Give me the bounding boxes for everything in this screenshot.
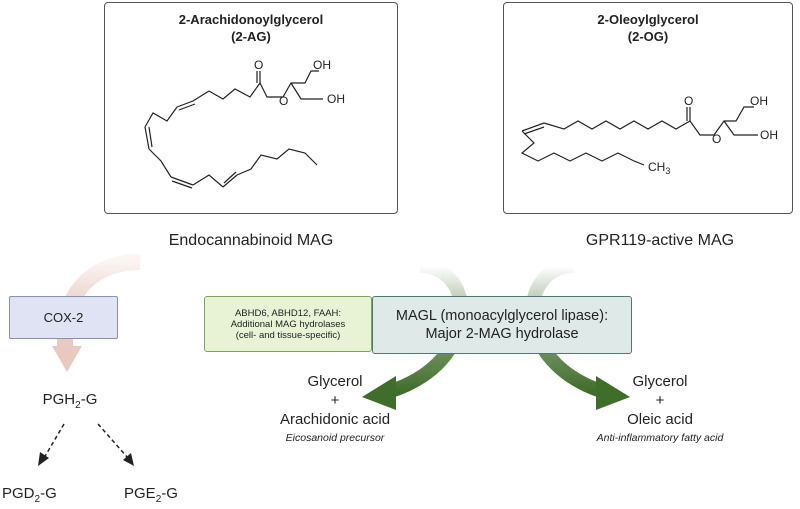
card-2og-title-line1: 2-Oleoylglycerol (597, 12, 699, 27)
card-2ag: 2-Arachidonoylglycerol (2-AG) O O OH (104, 2, 398, 214)
pgd2-main: PGD (2, 485, 35, 502)
card-2og-title-line2: (2-OG) (627, 29, 669, 44)
abhd-hydrolases-box: ABHD6, ABHD12, FAAH: Additional MAG hydr… (204, 296, 372, 352)
dashed-arrow-pge-head (123, 453, 134, 466)
abhd-line2: Additional MAG hydrolases (230, 318, 346, 330)
pge2-main: PGE (124, 485, 156, 502)
card-2ag-title-line1: 2-Arachidonoylglycerol (178, 12, 324, 27)
product-arachidonic-acid: Arachidonic acid (279, 411, 391, 428)
pgh2-g-label: PGH2-G (30, 390, 110, 415)
atom-2og-o-ester: O (684, 94, 693, 108)
atom-2og-oh2: OH (760, 128, 778, 142)
magl-line1: MAGL (monoacylglycerol lipase): (395, 308, 609, 324)
note-eicosanoid-precursor: Eicosanoid precursor (285, 432, 385, 444)
magl-box: MAGL (monoacylglycerol lipase): Major 2-… (372, 296, 632, 354)
pge2-sub: 2 (155, 494, 162, 505)
atom-2ag-oh1: OH (313, 58, 331, 72)
product-plus-right: + (655, 392, 665, 409)
pge2-g-label: PGE2-G (124, 484, 204, 509)
pgh2-main: PGH (42, 391, 76, 408)
product-plus-left: + (330, 392, 340, 409)
dashed-arrow-pgd (43, 423, 65, 459)
label-endocannabinoid-mag: Endocannabinoid MAG (168, 232, 334, 249)
cox-arrow-head (52, 346, 82, 372)
atom-2ag-o-ester: O (254, 58, 263, 72)
pgh2-suffix: -G (80, 391, 98, 408)
products-arachidonic: Glycerol + Arachidonic acid Eicosanoid p… (240, 372, 430, 444)
products-oleic: Glycerol + Oleic acid Anti-inflammatory … (570, 372, 750, 444)
label-gpr119-active-mag: GPR119-active MAG (585, 232, 735, 249)
card-2og: 2-Oleoylglycerol (2-OG) O O OH OH CH3 (503, 2, 793, 214)
pgd2-g-label: PGD2-G (2, 484, 82, 509)
cox2-box: COX-2 (9, 296, 118, 339)
card-2ag-title-line2: (2-AG) (231, 29, 271, 44)
product-glycerol-right: Glycerol (632, 373, 688, 390)
product-oleic-acid: Oleic acid (627, 411, 693, 428)
atom-2og-ch3: CH3 (648, 160, 670, 176)
pge2-suffix: -G (161, 485, 178, 502)
magl-line2: Major 2-MAG hydrolase (425, 326, 579, 342)
atom-2og-ch3-sub: 3 (665, 166, 670, 176)
dashed-arrow-pgd-head (38, 452, 49, 466)
green-arrow-left-head (362, 376, 396, 410)
abhd-line3: (cell- and tissue-specific) (235, 329, 341, 341)
structure-2ag: O O OH OH (144, 58, 345, 189)
green-arrow-right-head (596, 376, 630, 410)
pgd2-suffix: -G (40, 485, 57, 502)
dashed-arrow-pge (97, 423, 129, 459)
note-anti-inflammatory: Anti-inflammatory fatty acid (596, 432, 724, 444)
pgh2-sub: 2 (75, 400, 81, 411)
product-glycerol-left: Glycerol (307, 373, 363, 390)
structure-2og: O O OH OH CH3 (520, 94, 778, 176)
atom-2og-o-ether: O (712, 132, 721, 146)
atom-2ag-o-ether: O (279, 94, 288, 108)
atom-2ag-oh2: OH (327, 92, 345, 106)
atom-2og-ch3-main: CH (648, 160, 665, 174)
atom-2og-oh1: OH (750, 94, 768, 108)
abhd-line1: ABHD6, ABHD12, FAAH: (234, 307, 342, 319)
pgd2-sub: 2 (34, 494, 41, 505)
